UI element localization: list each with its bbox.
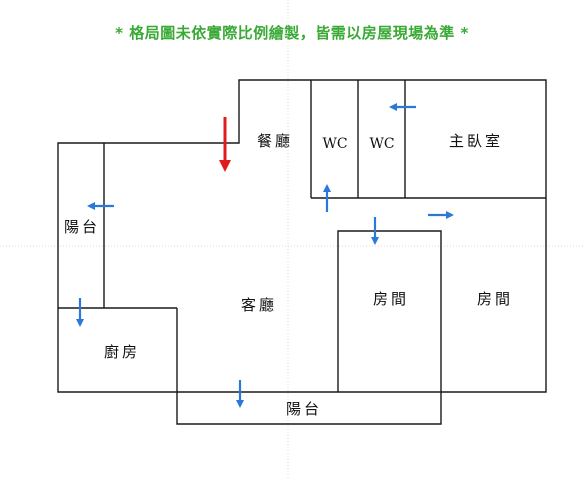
label-balcony-bottom: 陽台 (286, 400, 322, 418)
label-wc-1: WC (322, 136, 347, 152)
walls (57, 79, 547, 425)
label-dining: 餐廳 (257, 132, 293, 150)
door-arrows (76, 103, 454, 408)
room-labels: 餐廳 WC WC 主臥室 陽台 客廳 房間 房間 廚房 陽台 (64, 132, 513, 418)
label-bedroom-right: 房間 (477, 290, 513, 308)
label-kitchen: 廚房 (104, 343, 140, 361)
label-master-bedroom: 主臥室 (449, 132, 503, 150)
label-balcony-left: 陽台 (64, 218, 100, 236)
label-wc-2: WC (369, 136, 394, 152)
wall-bedroom-mid (337, 230, 442, 392)
label-bedroom-mid: 房間 (373, 290, 409, 308)
label-living-room: 客廳 (241, 296, 277, 314)
notice-text: * 格局圖未依實際比例繪製，皆需以房屋現場為準 * (115, 24, 469, 42)
outer-wall (57, 79, 547, 425)
